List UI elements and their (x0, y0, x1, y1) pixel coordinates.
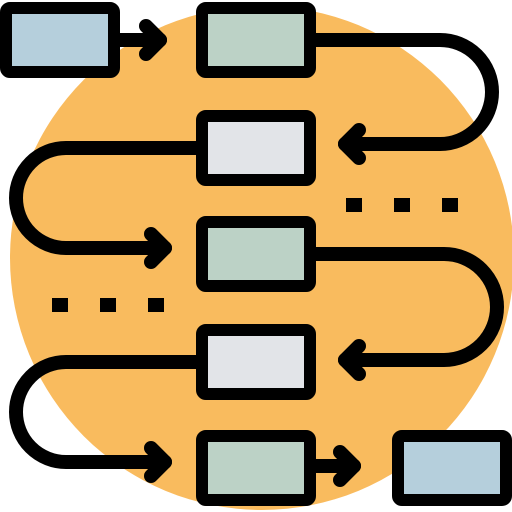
flow-node-step-2 (196, 110, 316, 186)
arrowhead-step-2 (338, 123, 366, 165)
arrowhead-step-4 (338, 339, 366, 381)
ellipsis-dot (148, 298, 164, 312)
flow-node-end (392, 430, 512, 506)
flow-node-step-3 (196, 216, 316, 292)
flow-node-step-4 (196, 324, 316, 400)
flow-node-step-1 (196, 2, 316, 78)
flow-node-step-5 (196, 430, 316, 506)
connector-step-4-to-step-5 (9, 355, 207, 469)
arrowhead-step-3 (144, 227, 172, 269)
ellipsis-dot (52, 298, 68, 312)
arrowhead-step-1 (139, 19, 167, 61)
ellipsis-dot (394, 198, 410, 212)
ellipsis-dot (100, 298, 116, 312)
connector-step-3-to-step-4 (303, 247, 504, 367)
ellipsis-dots-left (52, 298, 164, 312)
arrowhead-step-5 (144, 441, 172, 483)
ellipsis-dots-right (346, 198, 458, 212)
ellipsis-dot (442, 198, 458, 212)
arrowhead-end (333, 445, 361, 487)
flow-node-start (0, 2, 120, 78)
connector-step-1-to-step-2 (303, 33, 499, 151)
ellipsis-dot (346, 198, 362, 212)
connector-step-2-to-step-3 (9, 141, 207, 255)
